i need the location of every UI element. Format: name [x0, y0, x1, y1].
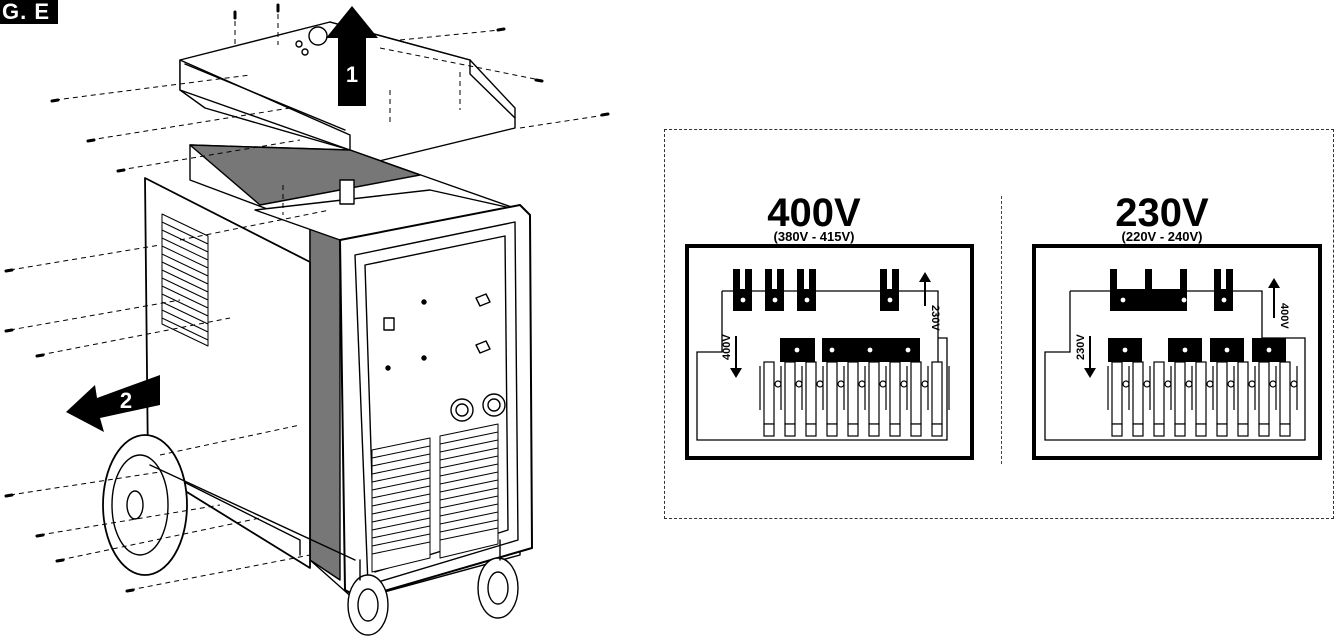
arrow-step-1 [326, 6, 378, 106]
figure-label: G. E [0, 0, 59, 24]
panel-230v-range: (220V - 240V) [1121, 229, 1203, 244]
panel-divider [1001, 196, 1002, 464]
arrow-step-2 [66, 375, 160, 432]
side-panel [102, 177, 356, 576]
voltage-config-frame [664, 129, 1334, 519]
machine-exploded-view: 1 2 [4, 3, 610, 636]
panel-400v-down-label: 400V [721, 334, 733, 360]
terminal-block-230v [1032, 244, 1322, 460]
terminal-block-400v [685, 244, 974, 460]
panel-400v-up-label: 230V [929, 305, 941, 331]
panel-230v-title: 230V [1115, 191, 1209, 235]
panel-400v-range: (380V - 415V) [773, 229, 855, 244]
arrow-step-2-label: 2 [120, 388, 132, 413]
panel-230v-down-label: 230V [1075, 334, 1087, 360]
panel-400v-title: 400V [767, 191, 861, 235]
panel-230v-up-label: 400V [1278, 303, 1290, 329]
machine-body [189, 144, 533, 636]
arrow-step-1-label: 1 [346, 62, 358, 87]
